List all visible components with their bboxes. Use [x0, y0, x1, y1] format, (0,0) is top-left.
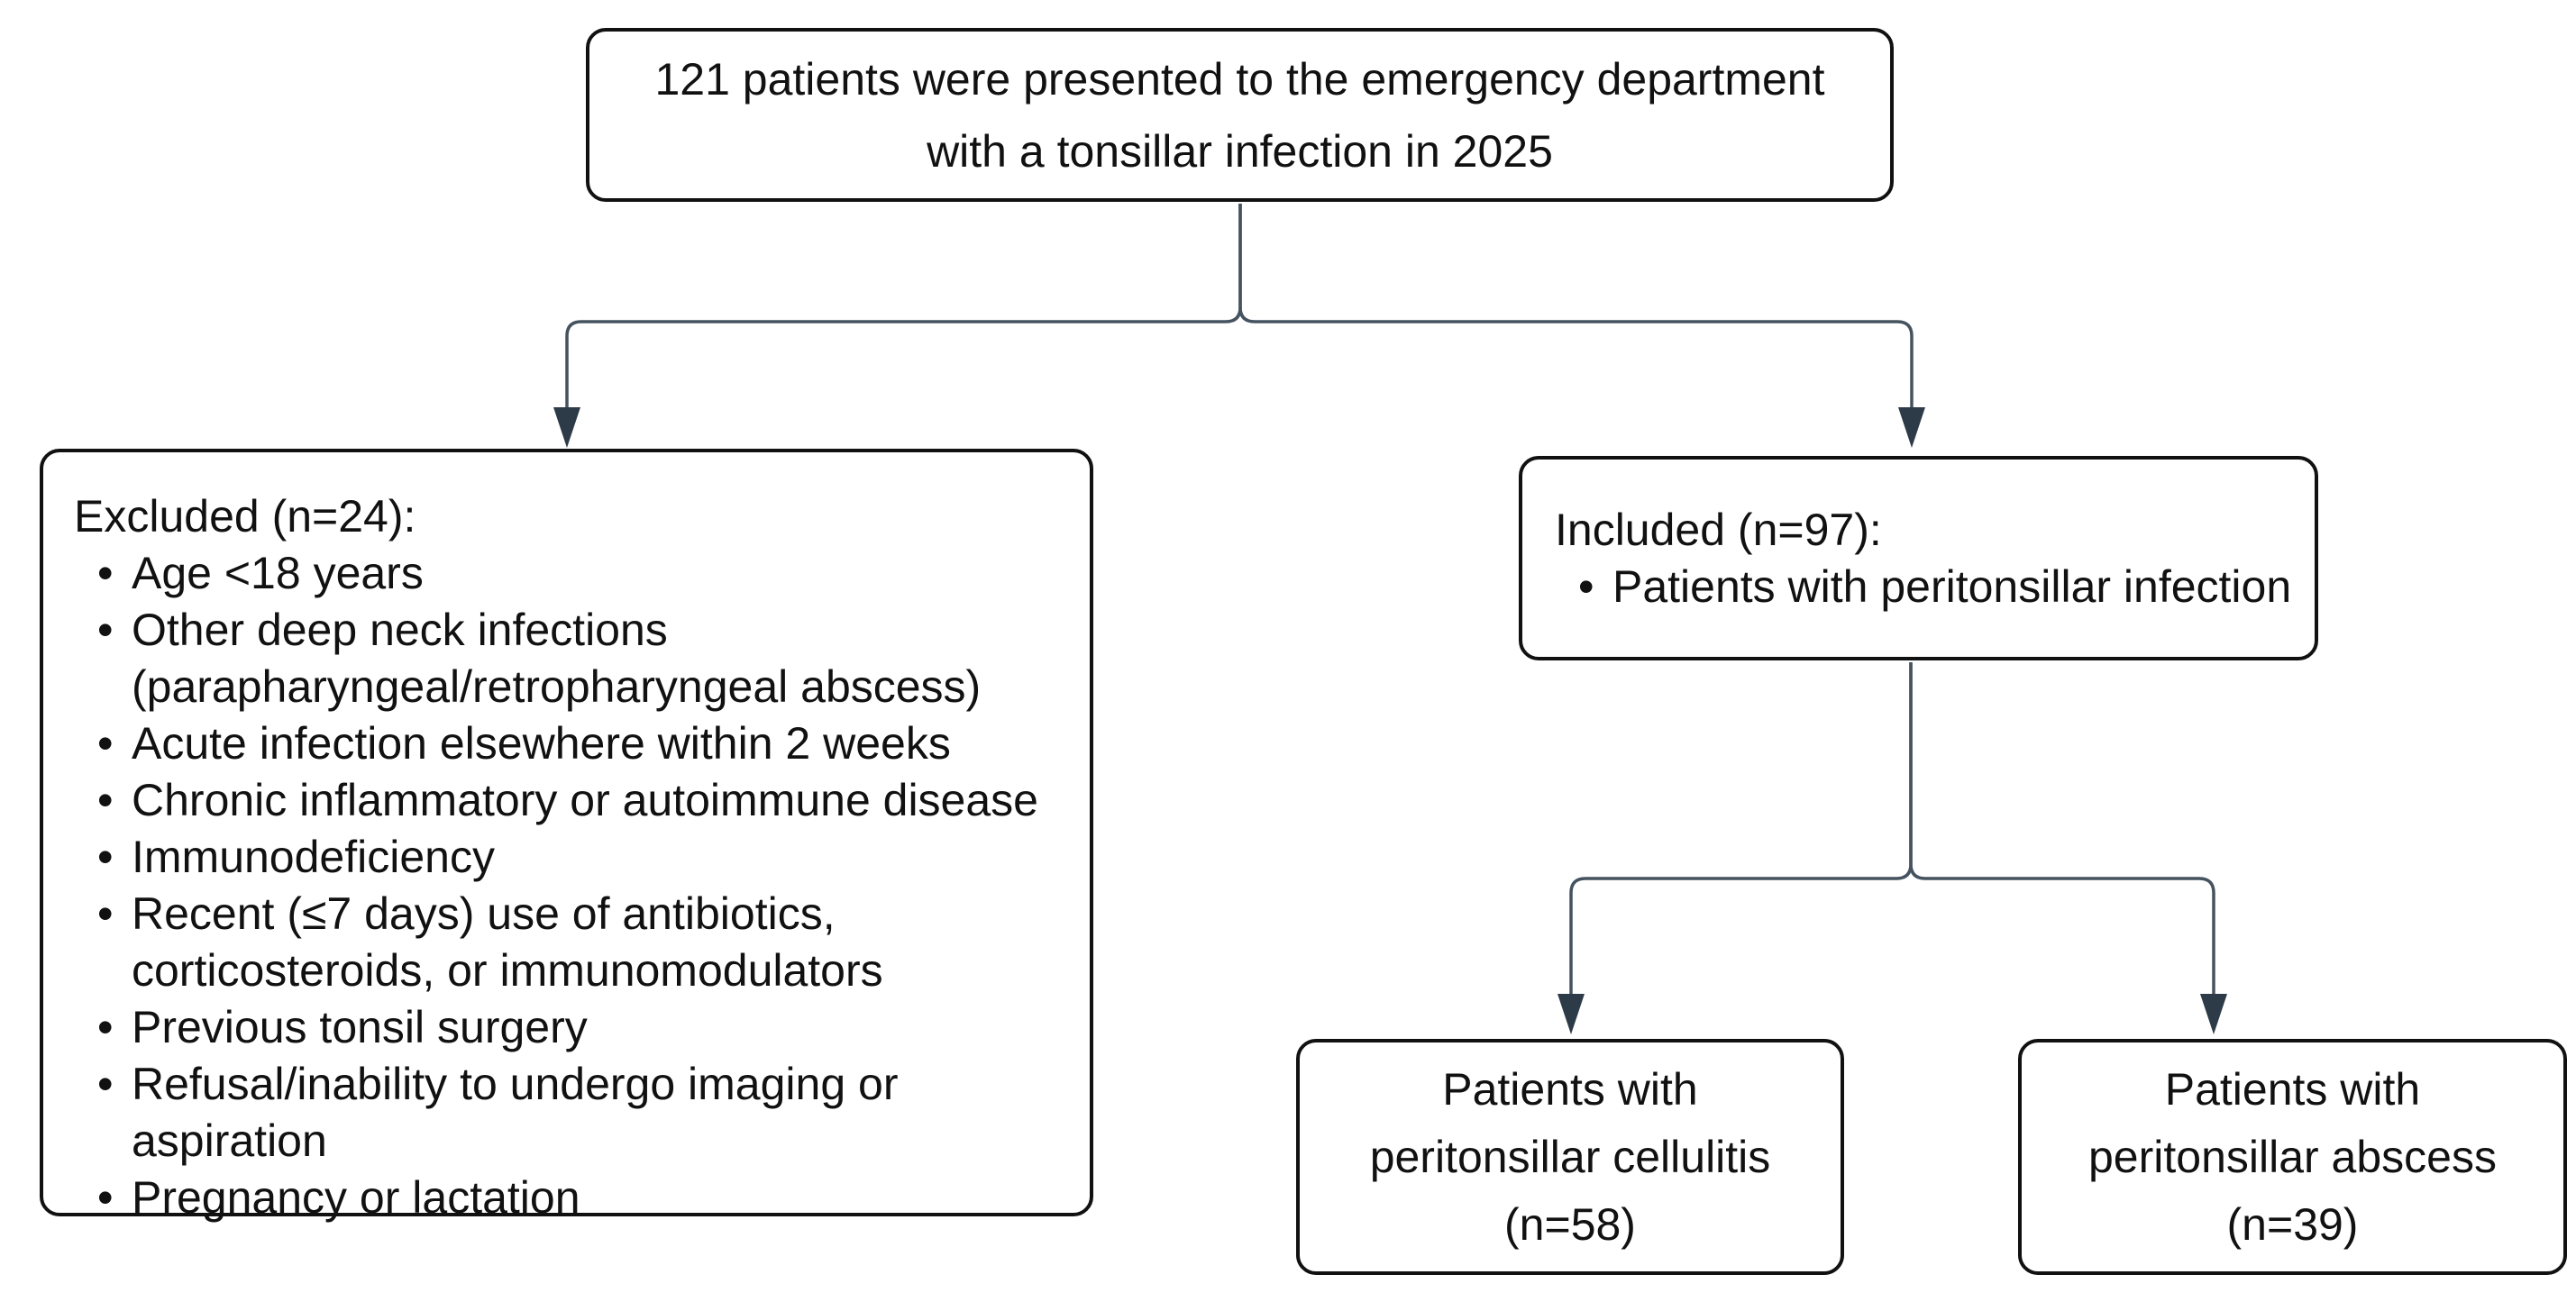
list-item: Chronic inflammatory or autoimmune disea… [74, 772, 1059, 829]
list-item: Acute infection elsewhere within 2 weeks [74, 715, 1059, 772]
excluded-title: Excluded (n=24): [74, 491, 416, 542]
list-item: Pregnancy or lactation [74, 1170, 1059, 1226]
connector-top-to-excluded [565, 204, 1242, 409]
list-item: Previous tonsil surgery [74, 999, 1059, 1056]
arrowhead-excluded [553, 407, 580, 448]
total-patients-text: 121 patients were presented to the emerg… [654, 53, 1825, 177]
included-title: Included (n=97): [1555, 504, 1882, 555]
cellulitis-outcome-text: Patients with peritonsillar cellulitis (… [1369, 1063, 1771, 1250]
arrowhead-included [1898, 407, 1925, 448]
included-criteria-list: Patients with peritonsillar infection [1555, 559, 2293, 615]
list-item: Recent (≤7 days) use of antibiotics, cor… [74, 886, 1059, 999]
list-item: Other deep neck infections (parapharynge… [74, 602, 1059, 715]
total-patients-box: 121 patients were presented to the emerg… [586, 28, 1894, 202]
list-item: Immunodeficiency [74, 829, 1059, 886]
abscess-outcome-box: Patients with peritonsillar abscess (n=3… [2018, 1039, 2567, 1275]
list-item: Refusal/inability to undergo imaging or … [74, 1056, 1059, 1170]
excluded-criteria-list: Age <18 yearsOther deep neck infections … [74, 545, 1059, 1226]
arrowhead-abscess [2200, 994, 2227, 1034]
list-item: Age <18 years [74, 545, 1059, 602]
connector-included-to-abscess [1909, 662, 2215, 996]
abscess-outcome-text: Patients with peritonsillar abscess (n=3… [2088, 1063, 2497, 1250]
arrowhead-cellulitis [1557, 994, 1585, 1034]
excluded-box: Excluded (n=24): Age <18 yearsOther deep… [40, 449, 1093, 1226]
cellulitis-outcome-box: Patients with peritonsillar cellulitis (… [1296, 1039, 1844, 1275]
connector-included-to-cellulitis [1569, 662, 1913, 996]
connector-top-to-included [1238, 204, 1914, 409]
included-box: Included (n=97): Patients with peritonsi… [1519, 456, 2318, 660]
list-item: Patients with peritonsillar infection [1555, 559, 2293, 615]
